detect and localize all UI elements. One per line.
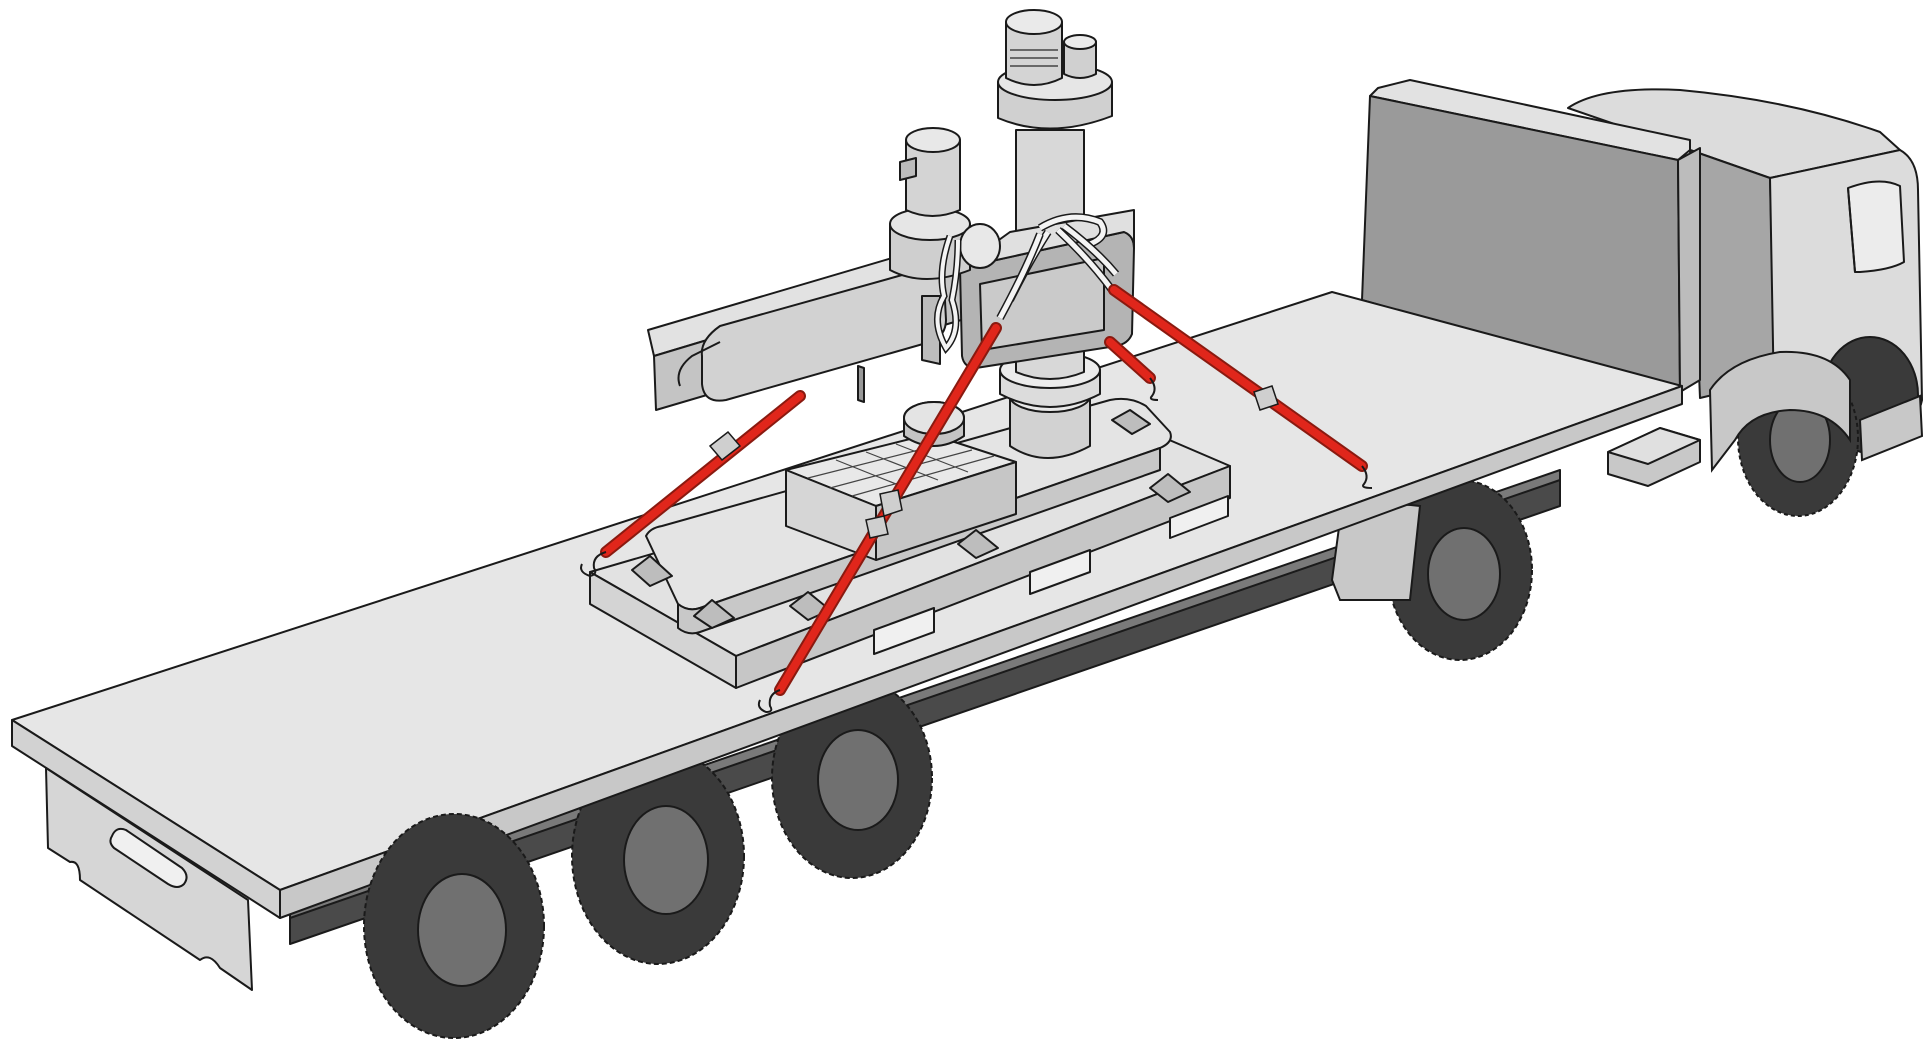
- rear-wheel-2-hub: [623, 805, 709, 915]
- column-top: [997, 9, 1113, 130]
- front-fender: [1708, 350, 1851, 473]
- drive-wheel-hub: [1427, 527, 1501, 621]
- front-bumper: [1858, 394, 1924, 462]
- spindle-tip: [857, 365, 865, 403]
- top-knob: [1063, 41, 1097, 79]
- cab-window-edge: [1847, 187, 1856, 273]
- work-table-end: [785, 469, 877, 561]
- hanging-sling-inner: [935, 235, 960, 352]
- arm-clamp-face: [979, 257, 1105, 351]
- front-wheels: [1708, 336, 1924, 517]
- wedge: [631, 555, 673, 587]
- top-motor-fins: [1010, 49, 1058, 67]
- top-motor: [1005, 21, 1063, 86]
- ratchets: [708, 385, 1279, 539]
- hook-front: [757, 689, 781, 714]
- arm-guideway: [677, 341, 721, 387]
- top-motor-cap: [1005, 9, 1063, 35]
- rear-wheels-far: [771, 677, 933, 879]
- strap-right-long: [1110, 286, 1366, 470]
- motor-body: [905, 139, 961, 217]
- drill-head: [857, 127, 971, 403]
- cab-roof: [1567, 88, 1901, 179]
- pallet-block: [1169, 495, 1229, 539]
- arm-body: [700, 268, 947, 402]
- column-base: [1009, 395, 1091, 459]
- rear-wheel-1-hub: [417, 873, 507, 987]
- lifting-eye: [934, 223, 1001, 354]
- headboard-side: [1677, 147, 1701, 393]
- ratchet-left: [708, 430, 742, 462]
- sling-down-right: [1056, 228, 1115, 292]
- cab-window: [1847, 180, 1905, 273]
- rear-wheels-mid: [571, 747, 745, 965]
- ratchet-front: [879, 489, 903, 517]
- headboard: [1361, 79, 1701, 393]
- wedge: [693, 599, 735, 629]
- ratchet-front-2: [865, 515, 889, 539]
- rear-wheel-near: [363, 813, 545, 1039]
- rear-wheel-far-1-hub: [817, 729, 899, 831]
- drive-wheel: [1330, 479, 1533, 661]
- hooks: [580, 377, 1373, 714]
- motor-box: [899, 157, 917, 181]
- strap-left: [602, 392, 804, 556]
- rear-panel-slot: [109, 827, 188, 888]
- hook-left: [580, 551, 607, 578]
- sling-down-right-2: [1062, 224, 1118, 276]
- radial-arm: [647, 209, 1135, 411]
- sling-down-left-2: [997, 233, 1043, 320]
- eye-bolt: [959, 223, 1001, 269]
- deck-side-short: [11, 719, 281, 919]
- sling-loop: [1038, 214, 1106, 247]
- pallet-block: [1029, 549, 1091, 595]
- hook-right-long: [1361, 465, 1373, 489]
- hook-right-short: [1149, 377, 1159, 401]
- work-table-grid: [807, 441, 995, 497]
- wedge: [1149, 473, 1191, 503]
- cab-step-top: [1607, 427, 1701, 465]
- rear-panel: [45, 767, 253, 991]
- wedge: [957, 529, 999, 559]
- strap-right-short: [1106, 338, 1154, 382]
- motor-cap: [905, 127, 961, 153]
- ratchet-right: [1253, 385, 1279, 411]
- pallet-block: [873, 607, 935, 655]
- sling-wrap: [996, 213, 1120, 320]
- top-knob-cap: [1063, 34, 1097, 50]
- wedge: [1111, 409, 1151, 435]
